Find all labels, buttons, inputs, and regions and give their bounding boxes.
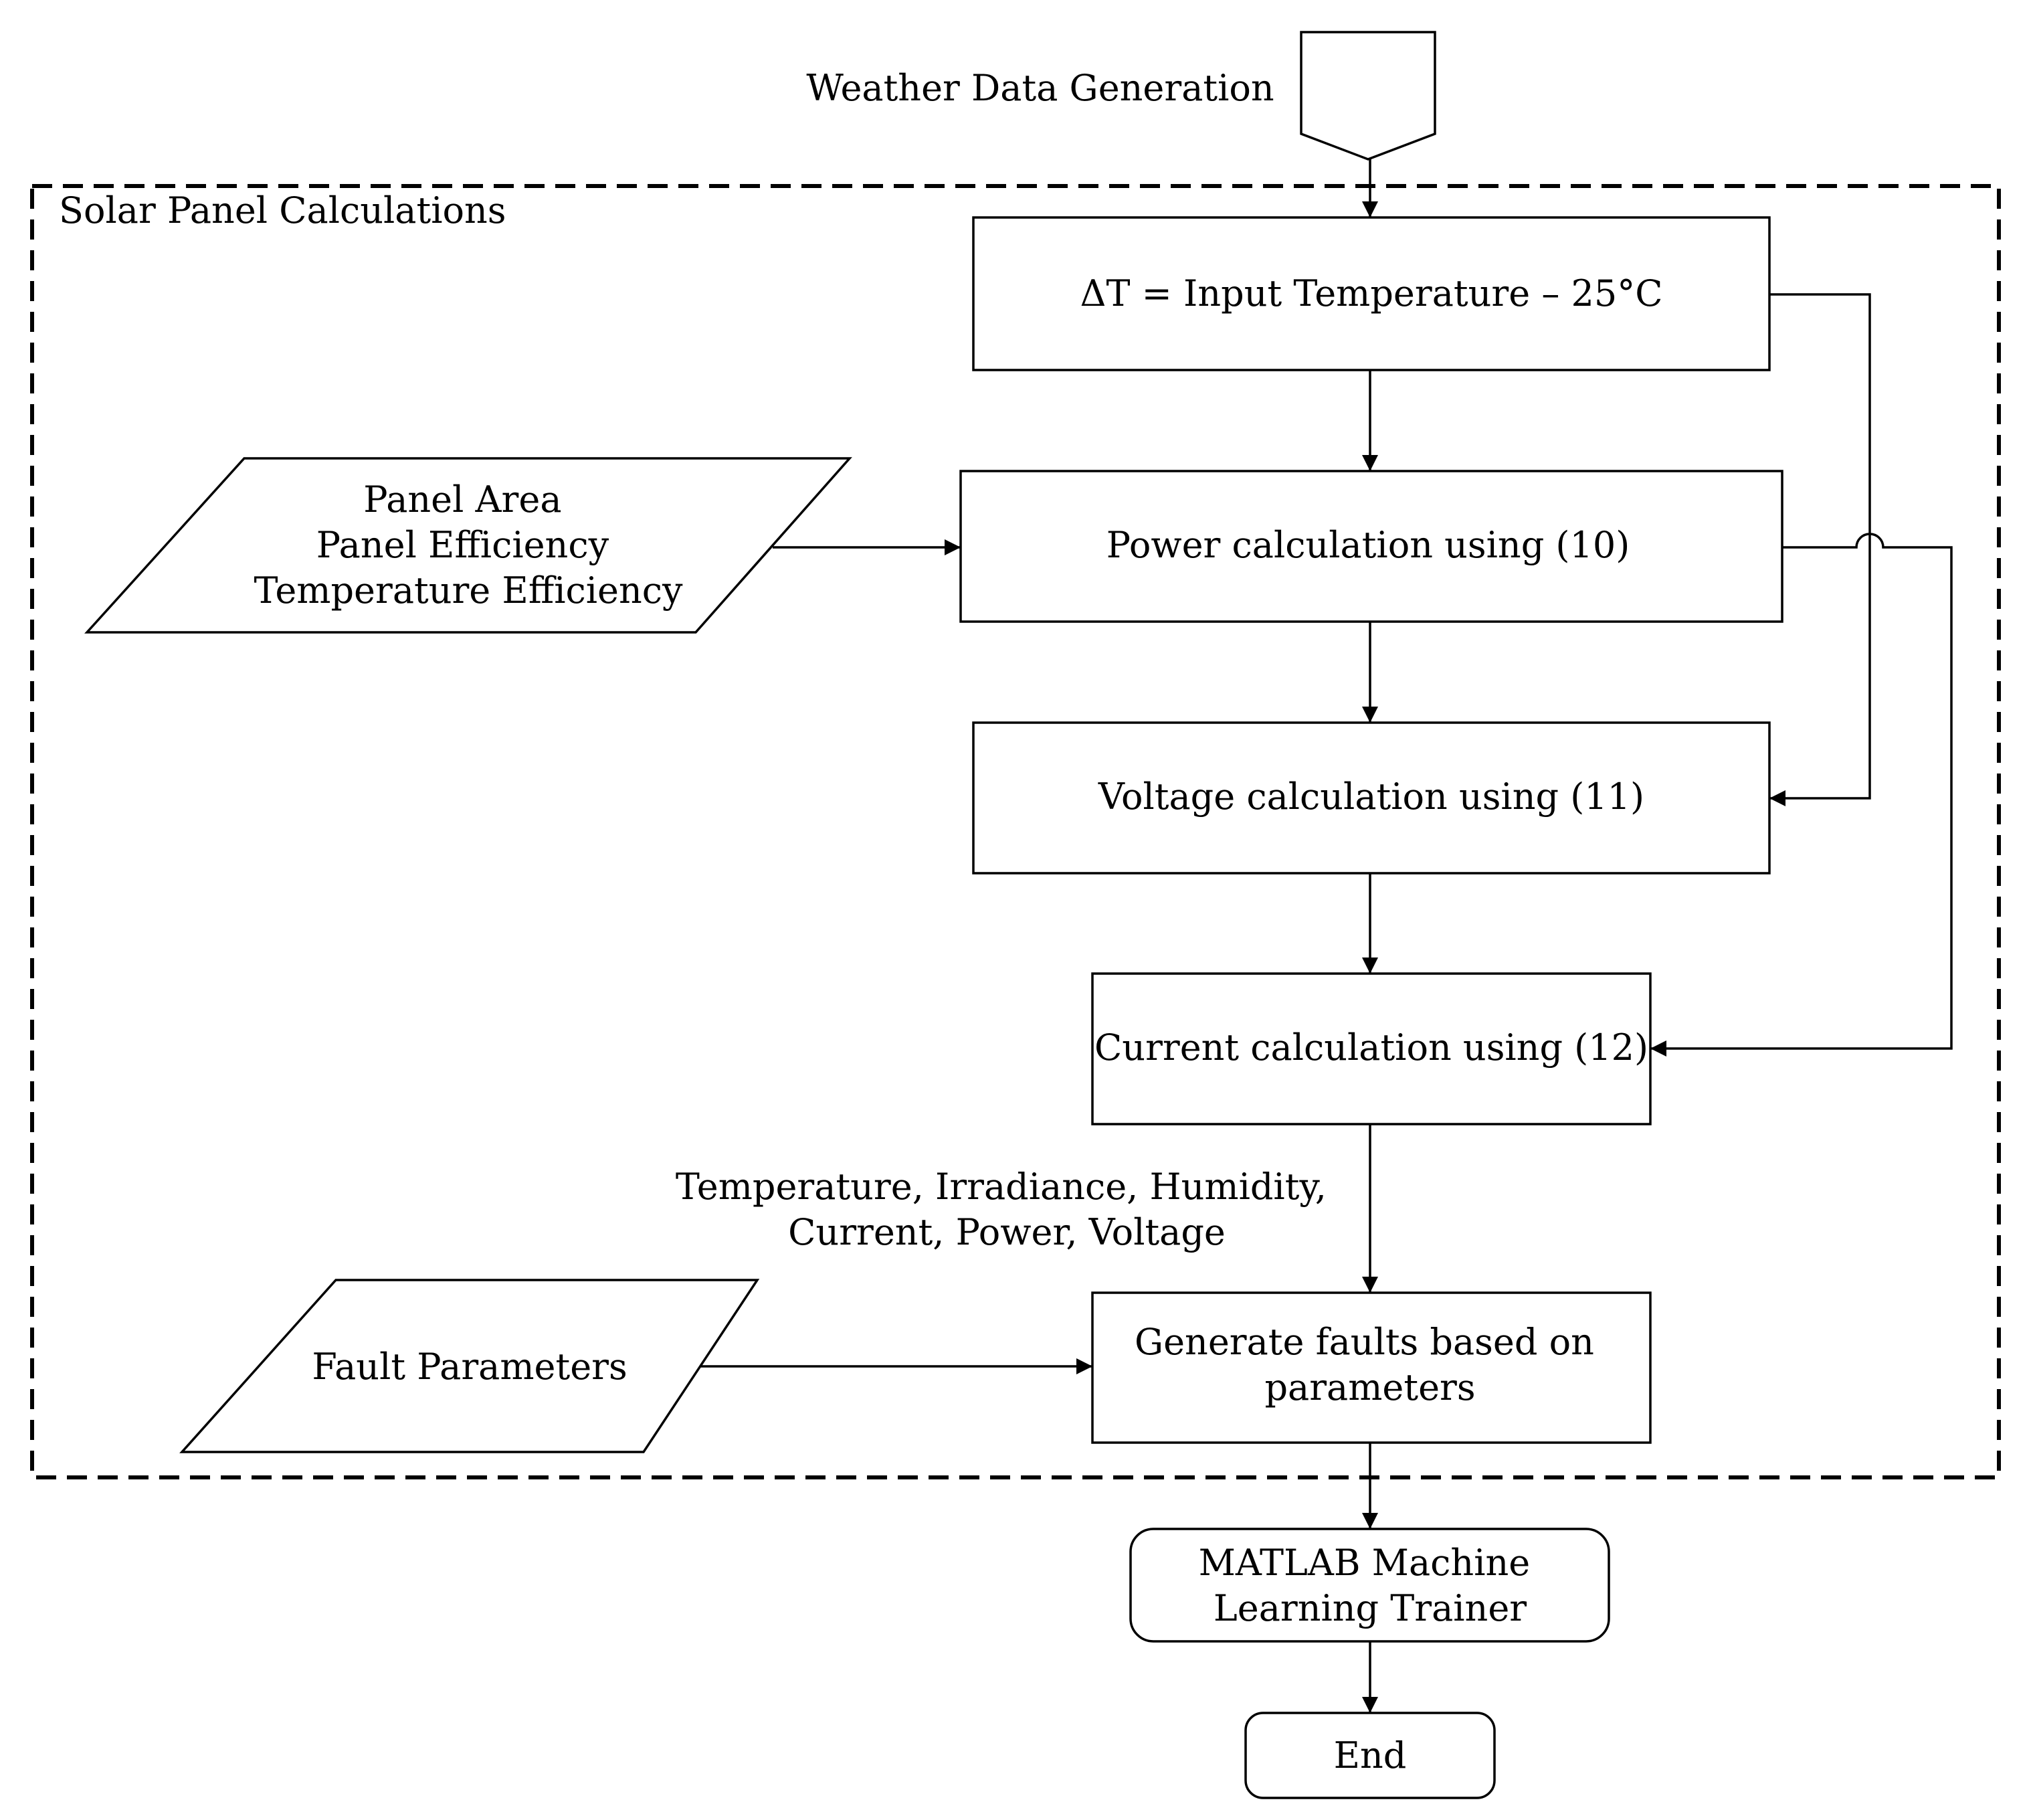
voltage-calculation-process [972,721,1771,875]
weather-data-connector [1300,31,1436,161]
group-label: Solar Panel Calculations [59,189,506,232]
arrow-power-to-current [1650,533,1953,1057]
delta-t-label: ΔT = Input Temperature – 25°C [1080,272,1662,314]
current-calculation-process [1091,972,1652,1125]
generate-faults-text: Generate faults based on parameters [1135,1321,1606,1408]
power-calculation-label: Power calculation using (10) [1106,524,1630,566]
delta-t-process [972,216,1771,371]
weather-data-label: Weather Data Generation [806,67,1274,109]
arrow-delta-t-to-voltage [1769,293,1871,806]
matlab-trainer-text: MATLAB Machine Learning Trainer [1199,1542,1542,1629]
connectors [700,159,1953,1713]
end-label: End [1334,1734,1407,1777]
current-calculation-label: Current calculation using (12) [1094,1026,1648,1069]
panel-parameters-text: Panel Area Panel Efficiency Temperature … [254,478,683,612]
power-calculation-process [959,470,1783,623]
fault-parameters-input [179,1279,760,1453]
panel-parameters-input [84,457,852,634]
voltage-calculation-label: Voltage calculation using (11) [1098,776,1644,818]
generate-faults-process [1091,1291,1652,1444]
signals-edge-label: Temperature, Irradiance, Humidity, Curre… [676,1166,1338,1253]
fault-parameters-label: Fault Parameters [312,1346,627,1388]
